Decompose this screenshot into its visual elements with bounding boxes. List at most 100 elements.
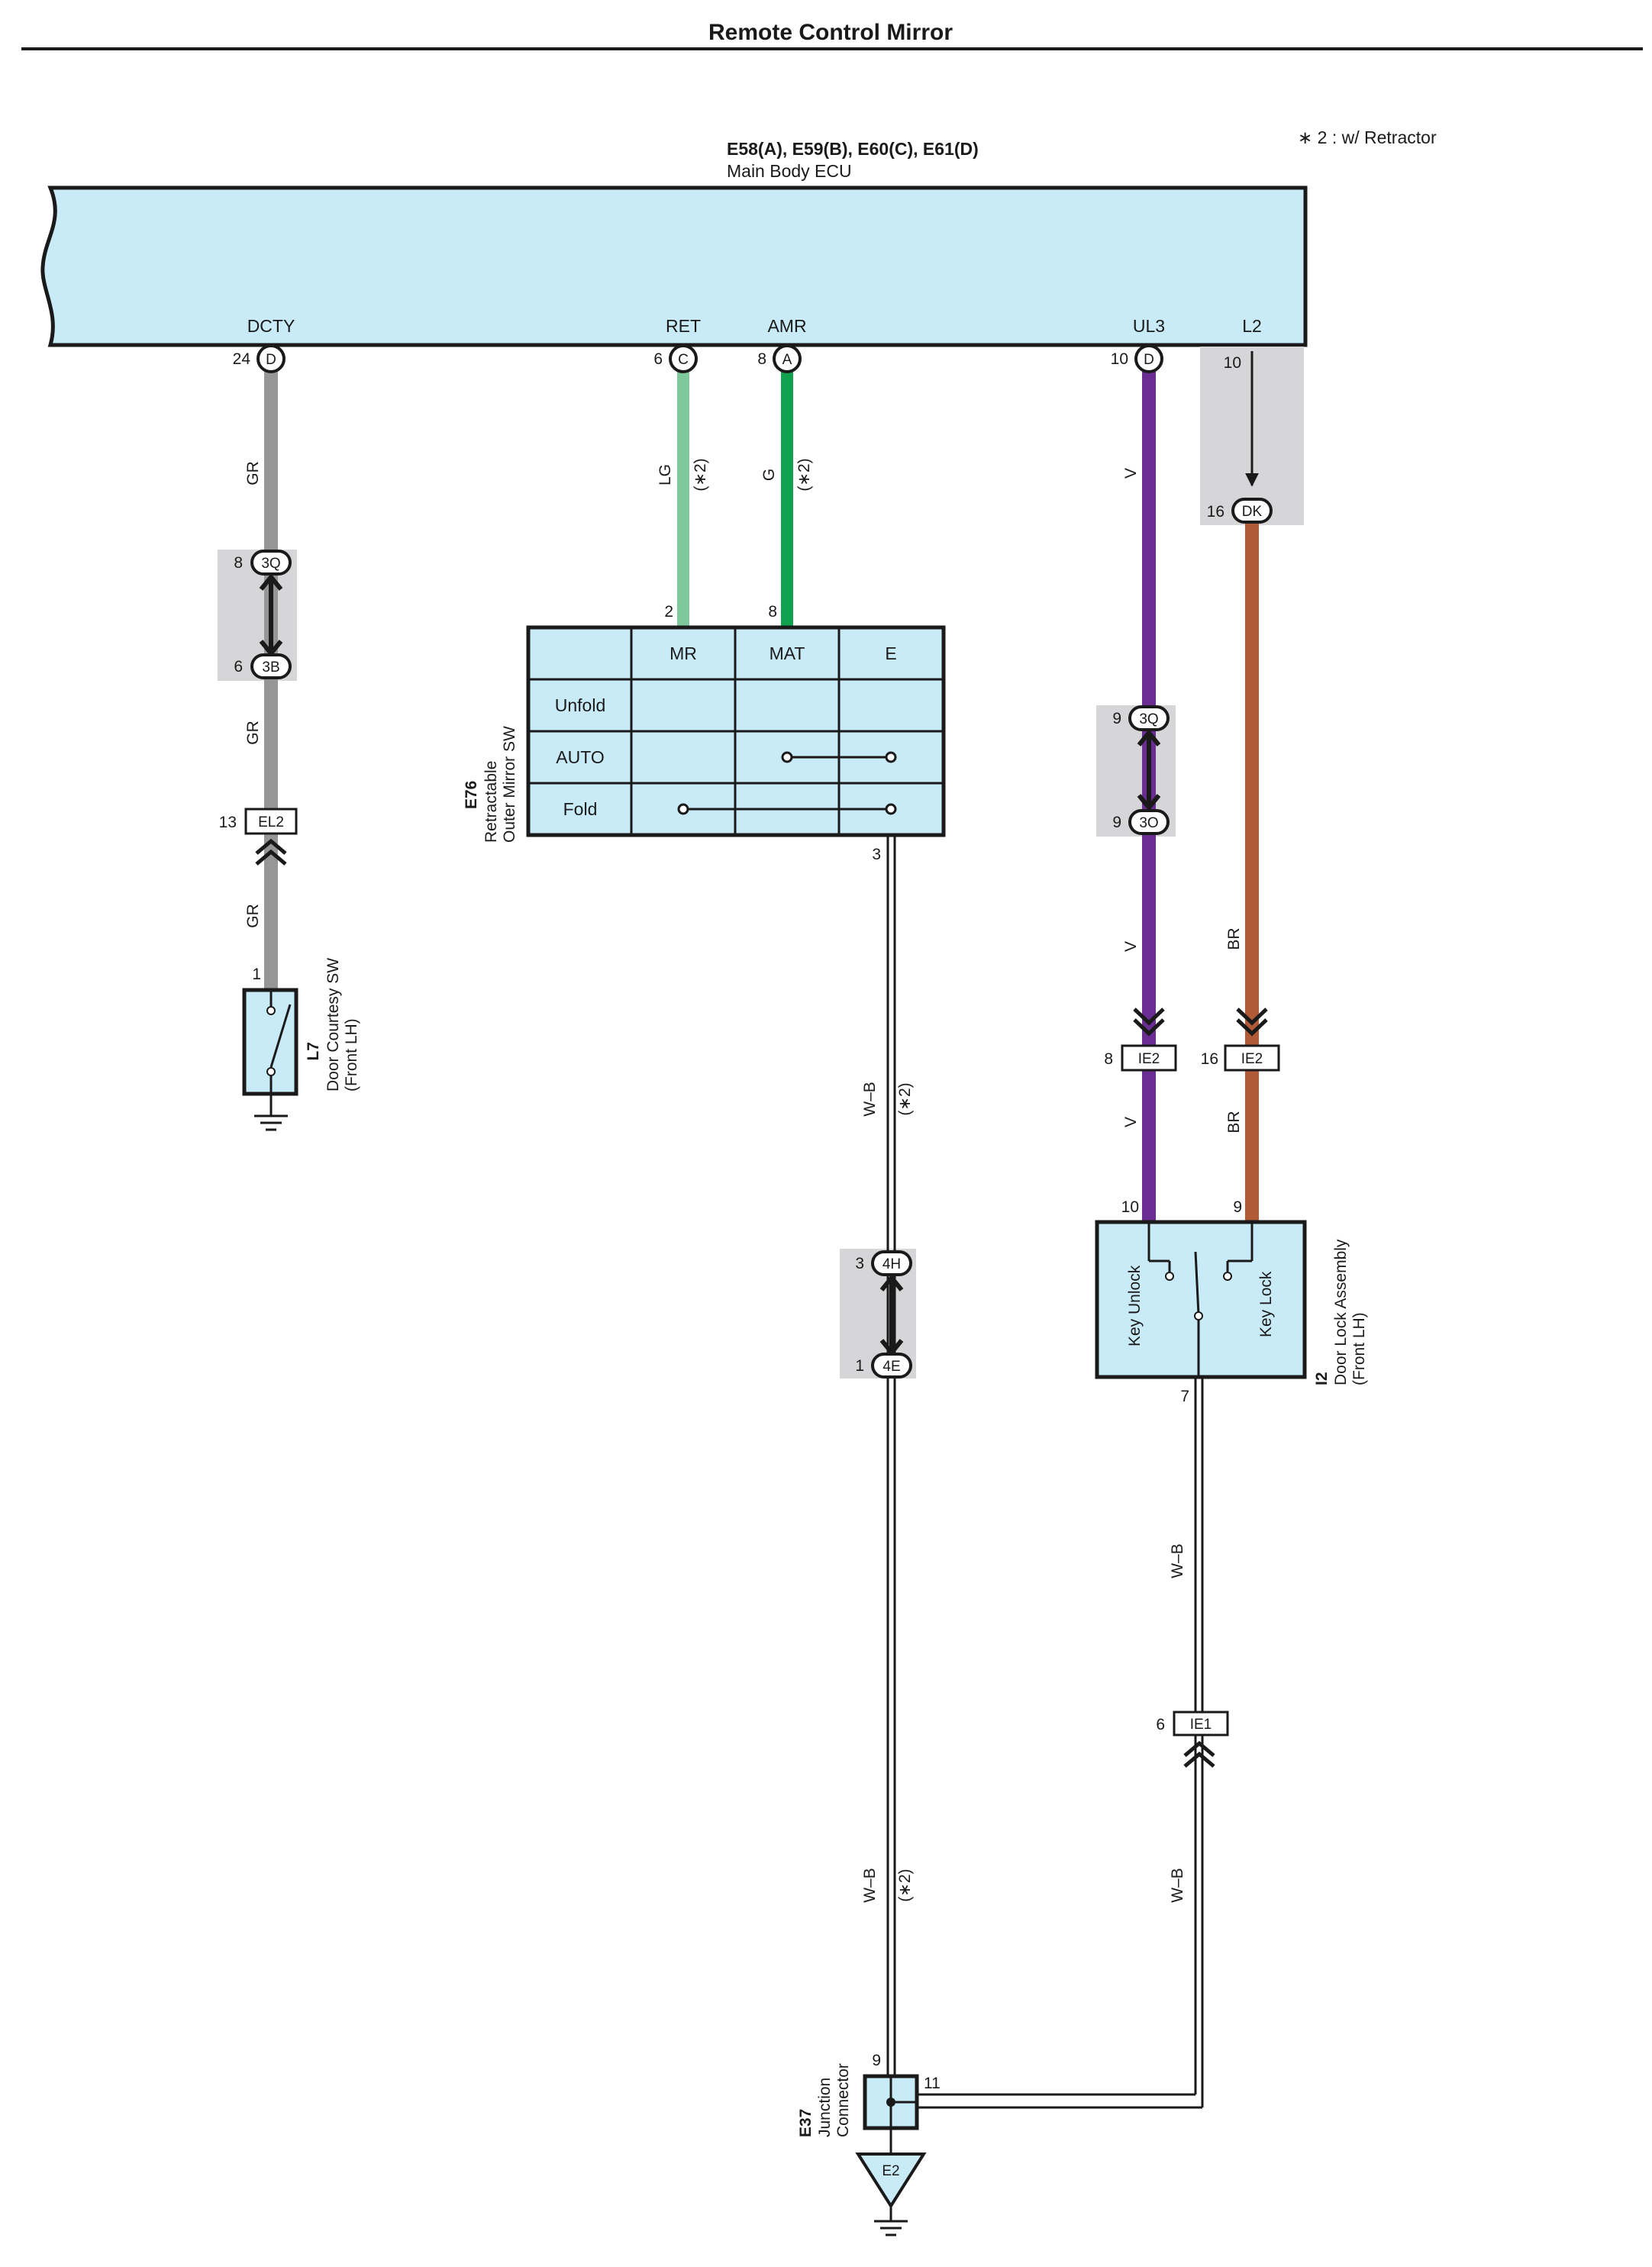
i2-contact-unlock bbox=[1165, 1272, 1174, 1281]
ecu-code: E58(A), E59(B), E60(C), E61(D) bbox=[727, 139, 979, 159]
wire-label-wb-2: W–B bbox=[861, 1868, 879, 1903]
e76-col-mr: MR bbox=[670, 643, 697, 663]
pin-ie2-a: 8 bbox=[1104, 1050, 1113, 1068]
ecu-conn-c-label: C bbox=[678, 352, 689, 368]
pin-ie2-b: 16 bbox=[1201, 1050, 1218, 1068]
pin-e76-mr: 2 bbox=[664, 603, 673, 621]
wire-label-wb-3: W–B bbox=[1169, 1543, 1186, 1579]
i2-key-unlock: Key Unlock bbox=[1126, 1265, 1144, 1346]
pin-el2: 13 bbox=[219, 814, 237, 831]
connector-el2 bbox=[244, 808, 298, 835]
wire-label-br-2: BR bbox=[1225, 1111, 1243, 1133]
e76-code: E76 bbox=[463, 781, 480, 809]
wire-label-wb-2-note: (∗2) bbox=[896, 1869, 914, 1901]
i2-code: I2 bbox=[1313, 1372, 1331, 1385]
pin-3q-b: 9 bbox=[1112, 710, 1121, 727]
pin-l7: 1 bbox=[252, 966, 261, 983]
connector-4e-label: 4E bbox=[882, 1359, 900, 1375]
e37-code: E37 bbox=[797, 2109, 815, 2137]
l7-switch-blade bbox=[269, 1004, 292, 1068]
connector-ie2-b-label: IE2 bbox=[1241, 1051, 1263, 1067]
wire-label-gr-1: GR bbox=[244, 461, 262, 485]
e76-switch-table bbox=[526, 625, 946, 837]
pin-i2-gnd: 7 bbox=[1180, 1388, 1189, 1405]
main-body-ecu-box bbox=[40, 185, 1308, 347]
terminal-amr: AMR bbox=[767, 316, 806, 336]
connector-dk bbox=[1231, 498, 1273, 524]
connector-el2-label: EL2 bbox=[258, 814, 284, 830]
e76-name-2: Outer Mirror SW bbox=[501, 726, 518, 843]
pin-3o: 9 bbox=[1112, 814, 1121, 831]
wire-label-gr-3: GR bbox=[244, 904, 262, 928]
ecu-conn-c bbox=[669, 344, 698, 373]
retractor-note: ∗ 2 : w/ Retractor bbox=[1298, 127, 1437, 147]
pin-4e: 1 bbox=[855, 1357, 864, 1375]
connector-ie2-a bbox=[1121, 1044, 1177, 1072]
connector-3b-label: 3B bbox=[262, 659, 279, 676]
i2-sub: (Front LH) bbox=[1350, 1312, 1368, 1385]
wire-label-lg-note: (∗2) bbox=[692, 458, 709, 491]
wire-label-br-1: BR bbox=[1225, 927, 1243, 950]
connector-4e bbox=[871, 1353, 912, 1379]
l7-contact-bottom bbox=[266, 1067, 276, 1076]
terminal-dcty: DCTY bbox=[247, 316, 295, 336]
pin-i2-lock: 9 bbox=[1233, 1198, 1242, 1216]
pin-ul3: 10 bbox=[1111, 350, 1128, 368]
i2-contact-lock bbox=[1223, 1272, 1232, 1281]
l7-name: Door Courtesy SW bbox=[324, 958, 342, 1092]
e2-ground-label: E2 bbox=[882, 2163, 899, 2179]
wire-label-v-3: V bbox=[1122, 1117, 1140, 1127]
wire-label-wb-1-note: (∗2) bbox=[896, 1082, 914, 1115]
wire-wb-e76 bbox=[886, 835, 896, 2104]
connector-3o bbox=[1128, 809, 1170, 835]
i2-name: Door Lock Assembly bbox=[1332, 1239, 1350, 1385]
terminal-l2: L2 bbox=[1242, 316, 1262, 336]
ground-icon bbox=[254, 1114, 288, 1131]
ecu-conn-d-1-label: D bbox=[266, 352, 276, 368]
pin-amr: 8 bbox=[757, 350, 766, 368]
connector-3o-label: 3O bbox=[1139, 815, 1158, 831]
e37-junction-dot bbox=[886, 2098, 895, 2107]
wire-label-v-2: V bbox=[1122, 941, 1140, 952]
e76-continuity-auto bbox=[781, 751, 897, 763]
ground-icon-e2 bbox=[874, 2220, 908, 2236]
pin-dk: 16 bbox=[1207, 503, 1224, 521]
pin-3q-a: 8 bbox=[234, 554, 243, 572]
i2-switch-contacts bbox=[1147, 1222, 1254, 1377]
wire-label-wb-4: W–B bbox=[1169, 1868, 1186, 1903]
pin-3b: 6 bbox=[234, 658, 243, 676]
connector-dk-label: DK bbox=[1242, 504, 1263, 520]
wire-label-wb-1: W–B bbox=[861, 1082, 879, 1117]
connector-ie1 bbox=[1173, 1711, 1229, 1737]
pin-e76-e: 3 bbox=[872, 846, 881, 863]
ie2-a-arrows bbox=[1133, 1008, 1165, 1037]
terminal-ret: RET bbox=[666, 316, 701, 336]
ecu-conn-a-label: A bbox=[782, 352, 792, 368]
wire-label-g-note: (∗2) bbox=[795, 458, 813, 491]
connector-ie2-a-label: IE2 bbox=[1138, 1051, 1160, 1067]
connector-3q-a-label: 3Q bbox=[261, 556, 280, 572]
i2-key-lock: Key Lock bbox=[1257, 1271, 1275, 1337]
pin-i2-unlock: 10 bbox=[1121, 1198, 1139, 1216]
e76-name: Retractable bbox=[482, 761, 500, 843]
wire-wb-i2 bbox=[912, 1377, 1204, 2109]
e76-row-unfold: Unfold bbox=[555, 695, 605, 715]
ecu-name: Main Body ECU bbox=[727, 161, 852, 181]
connector-4h-label: 4H bbox=[882, 1256, 901, 1272]
pin-4h: 3 bbox=[855, 1255, 864, 1272]
e76-col-e: E bbox=[885, 643, 896, 663]
wire-label-gr-2: GR bbox=[244, 721, 262, 745]
pin-l2: 10 bbox=[1224, 354, 1241, 372]
wire-label-g: G bbox=[760, 469, 778, 481]
connector-ie1-label: IE1 bbox=[1190, 1717, 1212, 1733]
pin-ret: 6 bbox=[653, 350, 663, 368]
e76-row-fold: Fold bbox=[563, 799, 598, 819]
e2-ground-triangle bbox=[855, 2153, 927, 2209]
pin-e37-top: 9 bbox=[872, 2052, 881, 2069]
wire-label-v-1: V bbox=[1122, 468, 1140, 479]
pin-e76-mat: 8 bbox=[768, 603, 777, 621]
ie2-b-arrows bbox=[1236, 1008, 1268, 1037]
pin-e37-right: 11 bbox=[924, 2075, 941, 2092]
ecu-conn-d-1 bbox=[257, 344, 286, 373]
e76-col-mat: MAT bbox=[770, 643, 805, 663]
